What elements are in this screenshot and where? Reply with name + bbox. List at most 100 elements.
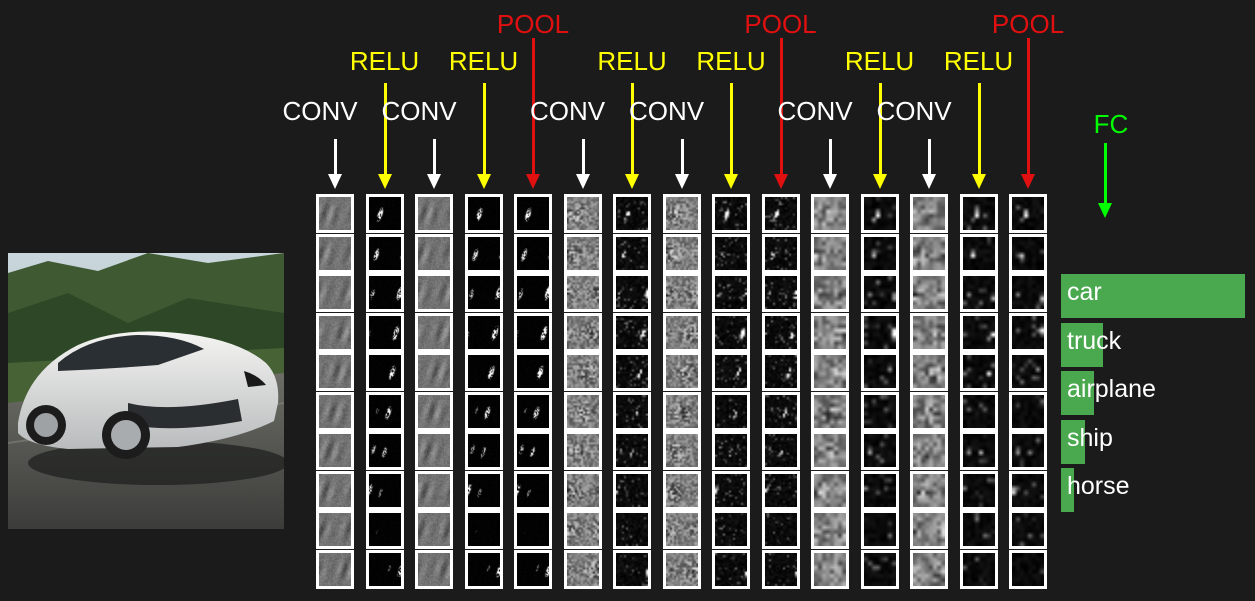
feature-map [712,233,750,273]
feature-map [662,549,701,589]
feature-map [464,431,503,470]
feature-map [514,510,552,549]
class-score-bar [1061,274,1245,318]
feature-map [860,391,899,431]
feature-map [761,391,800,431]
feature-map [464,391,503,431]
feature-map [910,312,948,352]
input-car-image [8,253,284,529]
feature-map [514,312,552,352]
feature-map [910,431,948,470]
feature-map [316,352,354,391]
feature-map [613,510,651,549]
feature-map [959,273,998,312]
feature-map [613,273,651,312]
feature-map [464,273,503,312]
feature-map-column [316,194,354,589]
feature-map [959,194,998,233]
feature-map [910,391,948,431]
feature-map [563,352,602,391]
feature-map [811,431,849,470]
feature-map [316,312,354,352]
feature-map [365,470,404,510]
class-score-row: airplane [1061,371,1245,415]
class-score-row: horse [1061,468,1245,512]
feature-map [959,233,998,273]
feature-map [365,194,404,233]
pool-label: POOL [744,9,817,39]
feature-map [761,431,800,470]
feature-map [662,391,701,431]
feature-map [613,549,651,589]
feature-map-column [712,194,750,589]
feature-map [860,352,899,391]
feature-map [910,510,948,549]
feature-map [860,312,899,352]
feature-map [811,352,849,391]
feature-map [365,312,404,352]
feature-map [959,510,998,549]
feature-map [464,312,503,352]
class-score-bar [1061,468,1074,512]
feature-map [811,233,849,273]
feature-map [514,233,552,273]
feature-map [910,470,948,510]
feature-map [563,194,602,233]
feature-map-column [415,194,453,589]
feature-map [761,470,800,510]
feature-map [1009,470,1047,510]
feature-map [316,470,354,510]
feature-map [613,312,651,352]
feature-map [910,273,948,312]
feature-map [316,194,354,233]
feature-map [613,194,651,233]
feature-map [1009,273,1047,312]
pool-label: POOL [496,9,570,39]
feature-map [662,352,701,391]
feature-map [514,352,552,391]
feature-map [860,233,899,273]
feature-map [415,510,453,549]
feature-map [959,470,998,510]
feature-map [365,510,404,549]
feature-map-column [860,194,899,589]
feature-map [415,233,453,273]
feature-map [860,549,899,589]
relu-label: RELU [349,46,420,76]
feature-map [860,431,899,470]
feature-map [959,431,998,470]
relu-label: RELU [844,46,915,76]
feature-map [464,510,503,549]
feature-map [761,312,800,352]
feature-map [365,273,404,312]
feature-map [514,273,552,312]
feature-map [563,470,602,510]
feature-map [563,391,602,431]
feature-map [860,510,899,549]
feature-map [563,273,602,312]
feature-map-column [1009,194,1047,589]
feature-map [563,431,602,470]
feature-map [662,194,701,233]
feature-map [712,549,750,589]
feature-map [514,549,552,589]
feature-map [613,233,651,273]
class-label: horse [1067,472,1130,500]
feature-map [1009,194,1047,233]
feature-map [464,549,503,589]
feature-map [464,194,503,233]
feature-map [712,510,750,549]
relu-label: RELU [597,46,667,76]
feature-map [662,233,701,273]
feature-map [959,352,998,391]
feature-map [563,510,602,549]
feature-map [464,233,503,273]
feature-map [910,549,948,589]
feature-map [860,273,899,312]
feature-map [316,510,354,549]
feature-map [613,352,651,391]
feature-map [662,312,701,352]
feature-map [415,431,453,470]
class-label: truck [1067,326,1122,355]
feature-map [365,233,404,273]
